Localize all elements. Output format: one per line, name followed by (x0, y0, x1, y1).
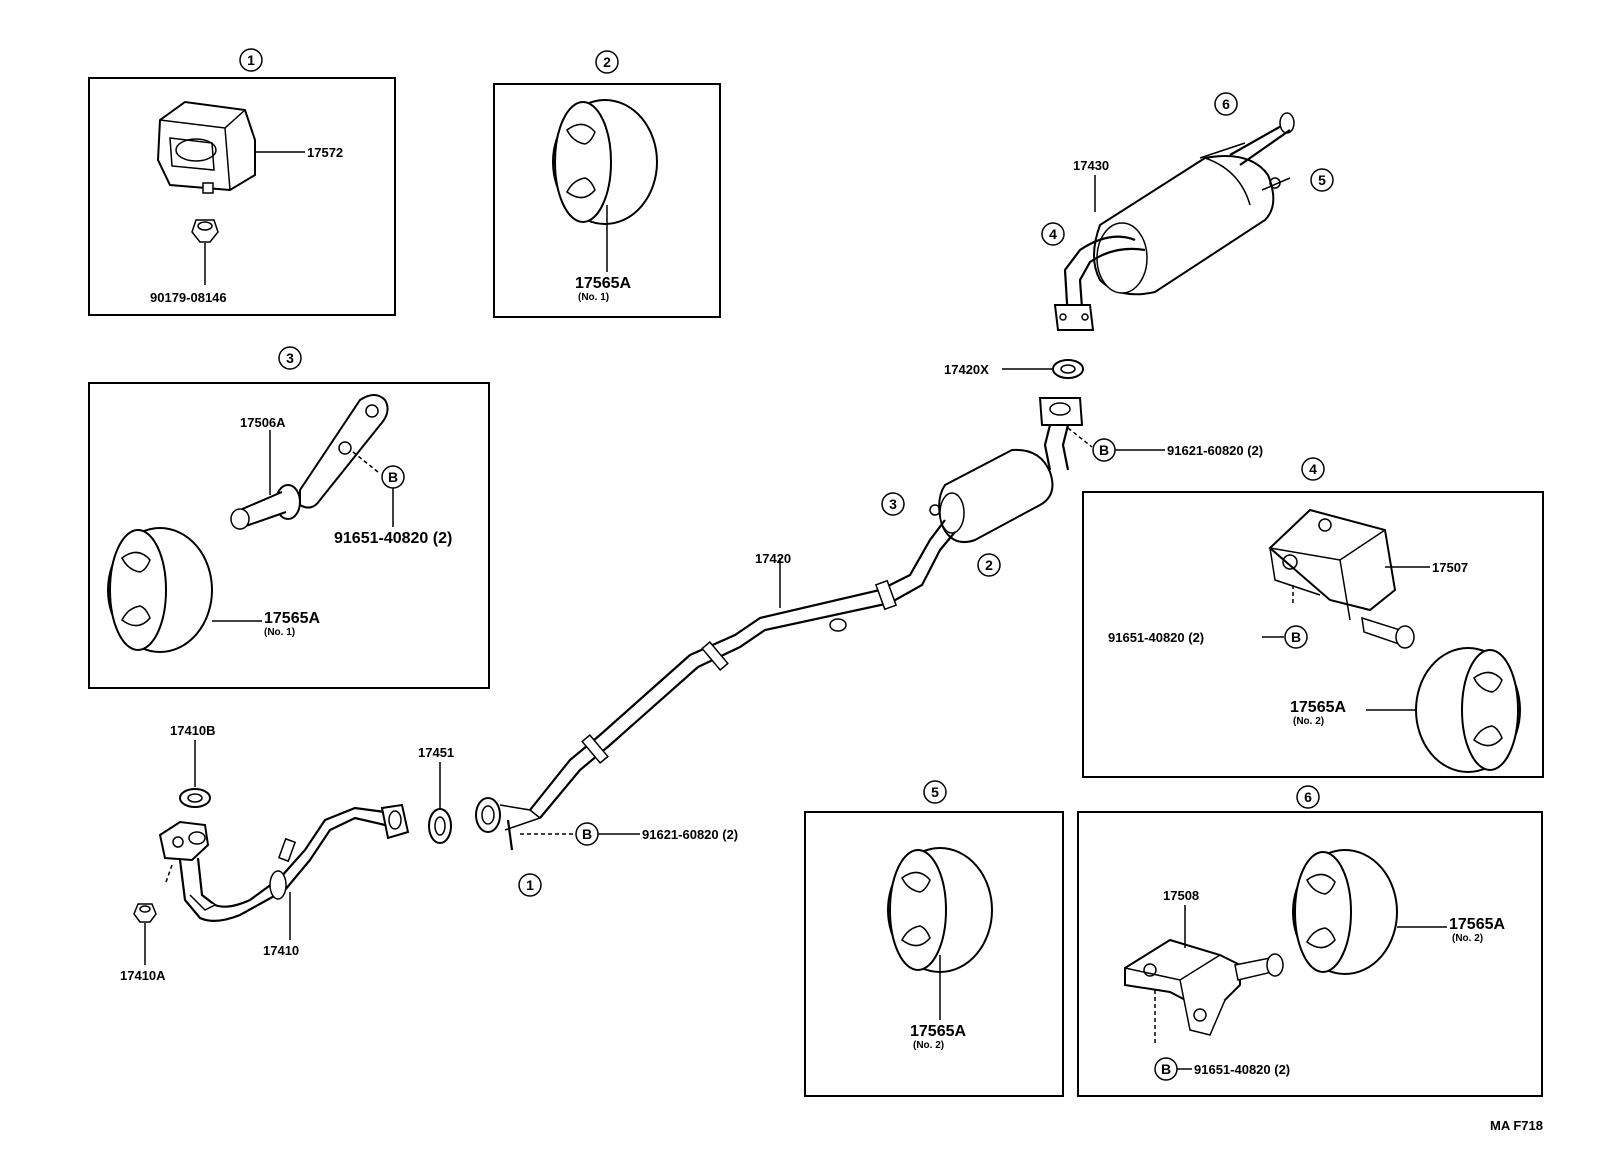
callout-circle-5-top (1310, 168, 1334, 192)
gasket-17420X (1052, 359, 1084, 379)
callout-circle-4-top (1041, 222, 1065, 246)
gasket-17451 (428, 808, 452, 844)
label-no2-box4: (No. 2) (1293, 716, 1324, 727)
box-1-frame (88, 77, 396, 316)
label-91651-box4: 91651-40820 (2) (1108, 630, 1204, 645)
label-17565A-box3: 17565A (264, 610, 320, 627)
dash-bolt-91621-top (1067, 427, 1093, 448)
label-91651-box6: 91651-40820 (2) (1194, 1062, 1290, 1077)
bolt-B-circle-box4 (1284, 625, 1308, 649)
box-5-frame (804, 811, 1064, 1097)
rubber-hanger-17565A-no2-box4 (1415, 647, 1521, 773)
box-2-frame (493, 83, 721, 318)
callout-4-label: 4 (1309, 461, 1317, 477)
detail-box-3: 3 17506A B 91651-40820 (2) 17565A (No. 1… (88, 346, 490, 689)
callout-circle-6 (1296, 785, 1320, 809)
detail-box-4: 4 17507 91651-40820 (2) B 17565A (No. 2) (1082, 457, 1544, 778)
callout-1-label: 1 (247, 52, 255, 68)
callout-circle-6-top (1214, 92, 1238, 116)
label-17420X: 17420X (944, 362, 989, 377)
label-17565A-box6: 17565A (1449, 916, 1505, 933)
callout-2-pipe-label: 2 (985, 557, 993, 573)
callout-4-top-label: 4 (1049, 226, 1057, 242)
front-exhaust-pipe-17410 (158, 803, 410, 922)
detail-box-6: 6 17508 17565A (No. 2) B 91651-40820 (2) (1077, 785, 1543, 1097)
label-17508: 17508 (1163, 888, 1199, 903)
callout-3-label: 3 (286, 350, 294, 366)
label-17565A-box4: 17565A (1290, 699, 1346, 716)
label-17430: 17430 (1073, 158, 1109, 173)
bracket-17506A (230, 394, 389, 530)
label-no1-box3: (No. 1) (264, 627, 295, 638)
label-17565A-box5: 17565A (910, 1023, 966, 1040)
label-17507: 17507 (1432, 560, 1468, 575)
nut-90179-08146 (191, 219, 219, 243)
label-17410B: 17410B (170, 723, 216, 738)
tail-muffler-assembly: 6 5 4 17430 (1041, 92, 1334, 331)
center-exhaust-pipe-17420 (475, 397, 1084, 851)
detail-box-5: 5 17565A (No. 2) (804, 780, 1064, 1097)
bracket-17508 (1124, 938, 1284, 1036)
callout-circle-1-pipe (518, 873, 542, 897)
label-no2-box6: (No. 2) (1452, 933, 1483, 944)
callout-circle-3-pipe (881, 492, 905, 516)
label-17565A-box2: 17565A (575, 275, 631, 292)
callout-3-pipe-label: 3 (889, 496, 897, 512)
label-91621-top: 91621-60820 (2) (1167, 443, 1263, 458)
gasket-17410B (179, 788, 211, 808)
nut-17410A (133, 903, 157, 923)
callout-circle-5 (923, 780, 947, 804)
callout-circle-2 (595, 50, 619, 74)
callout-1-pipe-label: 1 (526, 877, 534, 893)
label-91621-bottom: 91621-60820 (2) (642, 827, 738, 842)
label-no1-box2: (No. 1) (578, 292, 609, 303)
bolt-B-label-91621-top: B (1099, 442, 1109, 458)
callout-circle-4 (1301, 457, 1325, 481)
callout-6-top-label: 6 (1222, 96, 1230, 112)
rubber-hanger-17565A-no2-box5 (887, 847, 993, 973)
bolt-B-label-box3: B (388, 469, 398, 485)
rubber-hanger-17565A-no1-box2 (552, 99, 658, 225)
label-17506A: 17506A (240, 415, 286, 430)
callout-5-label: 5 (931, 784, 939, 800)
box-6-frame (1077, 811, 1543, 1097)
callout-2-label: 2 (603, 54, 611, 70)
callout-circle-1 (239, 48, 263, 72)
rubber-hanger-17565A-no2-box6 (1292, 849, 1398, 975)
bolt-B-label-box4: B (1291, 629, 1301, 645)
callout-circle-3 (278, 346, 302, 370)
rubber-mount-17572 (156, 100, 256, 194)
label-17451: 17451 (418, 745, 454, 760)
dash-bolt-box3 (352, 451, 379, 473)
label-17572: 17572 (307, 145, 343, 160)
box-3-frame (88, 382, 490, 689)
rubber-hanger-17565A-no1-box3 (107, 527, 213, 653)
bracket-17507 (1268, 508, 1415, 649)
callout-6-label: 6 (1304, 789, 1312, 805)
tail-muffler-17430 (1053, 112, 1295, 331)
bolt-B-label-91621-bottom: B (582, 826, 592, 842)
callout-circle-2-pipe (977, 553, 1001, 577)
label-no2-box5: (No. 2) (913, 1040, 944, 1051)
label-91651-box3: 91651-40820 (2) (334, 530, 452, 547)
callout-5-top-label: 5 (1318, 172, 1326, 188)
label-17410: 17410 (263, 943, 299, 958)
bolt-B-label-box6: B (1161, 1061, 1171, 1077)
label-17420: 17420 (755, 551, 791, 566)
label-90179-08146: 90179-08146 (150, 290, 227, 305)
detail-box-1: 1 17572 90179-08146 (88, 48, 396, 316)
box-4-frame (1082, 491, 1544, 778)
diagram-code: MA F718 (1490, 1118, 1543, 1133)
detail-box-2: 2 17565A (No. 1) (493, 50, 721, 318)
label-17410A: 17410A (120, 968, 166, 983)
